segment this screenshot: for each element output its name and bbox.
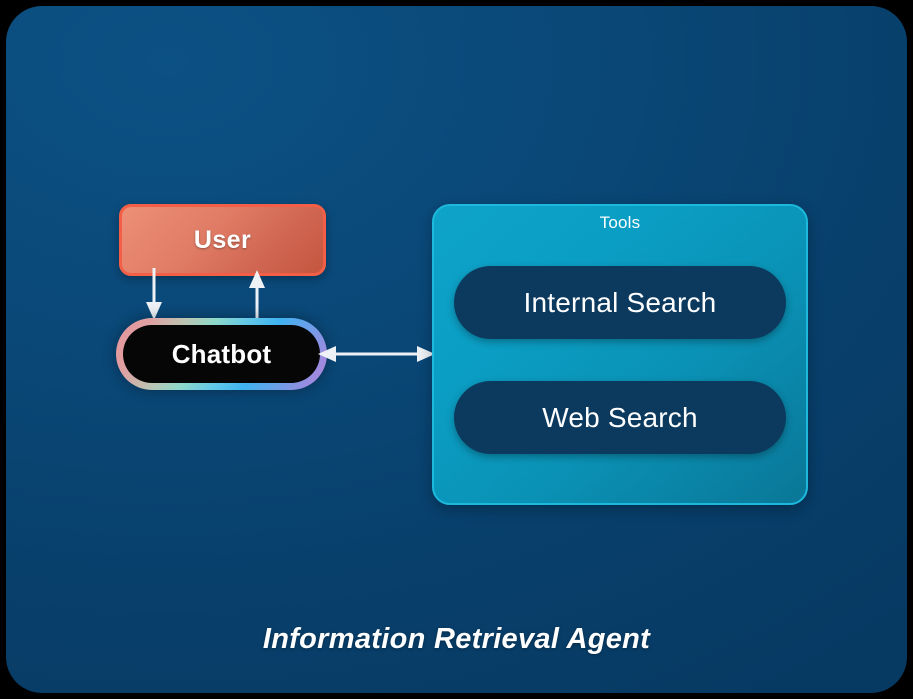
diagram-caption: Information Retrieval Agent xyxy=(262,623,651,655)
tool-item-internal-search[interactable]: Internal Search xyxy=(454,266,786,339)
tools-panel-title: Tools xyxy=(599,213,641,232)
tools-panel: Tools Internal Search Web Search xyxy=(432,204,808,505)
arrow-chatbot-tools-icon xyxy=(318,346,435,362)
node-chatbot[interactable]: Chatbot xyxy=(116,318,327,390)
tool-item-label: Web Search xyxy=(542,401,698,433)
arrow-chatbot-to-user-icon xyxy=(249,270,265,322)
diagram-frame: User Chatbot Tools Internal Search Web S… xyxy=(6,6,907,693)
tool-item-label: Internal Search xyxy=(523,286,717,318)
node-user-label: User xyxy=(193,225,252,254)
node-user[interactable]: User xyxy=(119,204,326,276)
node-chatbot-inner: Chatbot xyxy=(123,325,320,383)
arrow-user-to-chatbot-icon xyxy=(146,268,162,320)
tool-item-web-search[interactable]: Web Search xyxy=(454,381,786,454)
node-chatbot-label: Chatbot xyxy=(171,338,272,369)
